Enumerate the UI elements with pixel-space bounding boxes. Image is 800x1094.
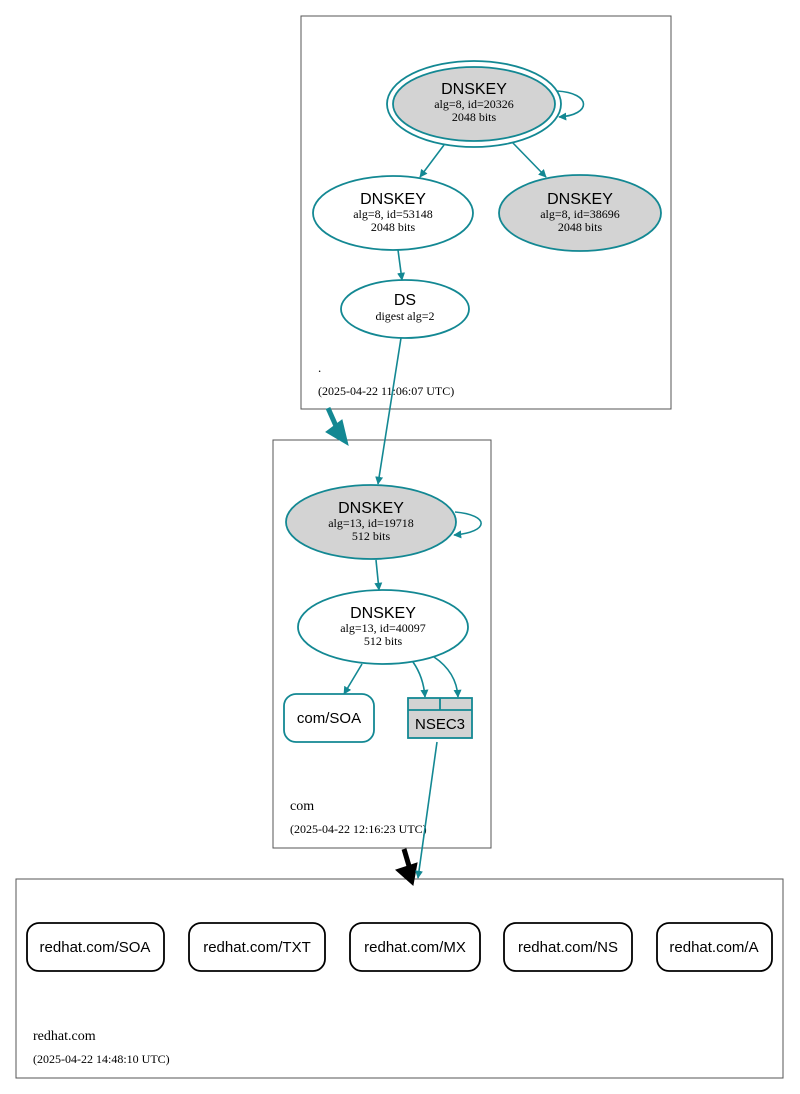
zone-root-border	[300, 15, 672, 410]
node-com-zsk: DNSKEY alg=13, id=40097 512 bits	[297, 589, 469, 665]
node-root-ds-type: DS	[394, 292, 416, 309]
rrset-redhat-mx-label: redhat.com/MX	[364, 939, 466, 956]
node-com-zsk-detail: alg=13, id=40097	[340, 621, 426, 635]
edge-root-zsk-to-ds	[397, 249, 406, 281]
rrset-redhat-mx-shape	[349, 922, 481, 972]
rrset-redhat-a-label: redhat.com/A	[669, 939, 758, 956]
node-root-zsk: DNSKEY alg=8, id=53148 2048 bits	[312, 175, 474, 251]
node-root-key3-shape	[498, 174, 662, 252]
node-root-key3-bits: 2048 bits	[558, 220, 603, 234]
zone-root-name: .	[318, 360, 321, 375]
node-root-zsk-shape	[312, 175, 474, 251]
edge-com-zsk-to-nsec3-b	[433, 656, 462, 698]
node-root-ksk-bits: 2048 bits	[452, 110, 497, 124]
rrset-redhat-ns-label: redhat.com/NS	[518, 939, 618, 956]
rrset-redhat-ns: redhat.com/NS	[503, 922, 633, 972]
node-com-soa-shape	[283, 693, 375, 743]
edge-nsec3-to-redhat	[415, 741, 438, 879]
rrset-redhat-txt: redhat.com/TXT	[188, 922, 326, 972]
node-root-ksk: DNSKEY alg=8, id=20326 2048 bits	[386, 60, 562, 148]
delegation-com-to-redhat	[395, 848, 418, 886]
rrset-redhat-txt-shape	[188, 922, 326, 972]
rrset-redhat-a-shape	[656, 922, 773, 972]
node-root-ksk-type: DNSKEY	[441, 81, 507, 98]
delegation-secure-arrowhead	[325, 419, 349, 447]
zone-root-timestamp: (2025-04-22 11:06:07 UTC)	[318, 384, 454, 398]
rrset-list: redhat.com/SOA redhat.com/TXT redhat.com…	[26, 922, 773, 972]
node-com-zsk-bits: 512 bits	[364, 634, 403, 648]
node-root-key3-detail: alg=8, id=38696	[540, 207, 620, 221]
node-com-ksk-type: DNSKEY	[338, 500, 404, 517]
node-com-nsec3-label: NSEC3	[415, 716, 465, 733]
node-root-zsk-type: DNSKEY	[360, 191, 426, 208]
zone-redhat-border	[15, 878, 784, 1079]
rrset-redhat-a: redhat.com/A	[656, 922, 773, 972]
edge-root-ksk-to-key3	[511, 141, 547, 178]
edge-com-zsk-to-soa	[343, 663, 363, 695]
zone-com-border	[272, 439, 492, 849]
node-com-ksk-bits: 512 bits	[352, 529, 391, 543]
edge-ds-to-com-ksk	[375, 337, 402, 485]
edge-com-ksk-self	[453, 511, 482, 539]
node-root-ds: DS digest alg=2	[340, 279, 470, 339]
node-com-ksk: DNSKEY alg=13, id=19718 512 bits	[285, 484, 457, 560]
node-root-ds-shape	[340, 279, 470, 339]
node-root-ksk-detail: alg=8, id=20326	[434, 97, 514, 111]
edge-root-ksk-to-zsk	[419, 144, 445, 178]
node-root-ksk-shape	[392, 66, 556, 142]
zone-root: . (2025-04-22 11:06:07 UTC)	[300, 15, 672, 410]
rrset-redhat-mx: redhat.com/MX	[349, 922, 481, 972]
node-com-ksk-detail: alg=13, id=19718	[328, 516, 414, 530]
delegation-insecure-arrowhead	[395, 862, 418, 886]
node-com-soa-label: com/SOA	[297, 710, 361, 727]
zone-com-timestamp: (2025-04-22 12:16:23 UTC)	[290, 822, 427, 836]
zone-com: com (2025-04-22 12:16:23 UTC)	[272, 439, 492, 849]
node-com-nsec3: NSEC3	[407, 697, 473, 739]
rrset-redhat-soa-label: redhat.com/SOA	[40, 939, 151, 956]
edge-com-ksk-to-zsk	[374, 559, 383, 591]
zone-redhat-timestamp: (2025-04-22 14:48:10 UTC)	[33, 1052, 170, 1066]
node-com-zsk-shape	[297, 589, 469, 665]
node-root-ds-detail: digest alg=2	[375, 309, 434, 323]
zone-com-name: com	[290, 799, 314, 814]
node-root-key3-type: DNSKEY	[547, 191, 613, 208]
zone-redhat: redhat.com (2025-04-22 14:48:10 UTC)	[15, 878, 784, 1079]
edge-com-zsk-to-nsec3-a	[412, 661, 429, 698]
delegation-secure-shaft	[325, 406, 339, 428]
rrset-redhat-txt-label: redhat.com/TXT	[203, 939, 311, 956]
rrset-redhat-soa: redhat.com/SOA	[26, 922, 165, 972]
edges	[343, 90, 585, 879]
rrset-redhat-ns-shape	[503, 922, 633, 972]
node-com-ksk-shape	[285, 484, 457, 560]
delegation-insecure-shaft	[401, 848, 412, 867]
zone-redhat-name: redhat.com	[33, 1029, 96, 1044]
node-root-key3: DNSKEY alg=8, id=38696 2048 bits	[498, 174, 662, 252]
rrset-redhat-soa-shape	[26, 922, 165, 972]
node-com-soa: com/SOA	[283, 693, 375, 743]
node-root-zsk-detail: alg=8, id=53148	[353, 207, 433, 221]
delegation-root-to-com	[325, 406, 349, 447]
node-com-zsk-type: DNSKEY	[350, 605, 416, 622]
edge-root-ksk-self	[556, 90, 585, 121]
node-root-zsk-bits: 2048 bits	[371, 220, 416, 234]
